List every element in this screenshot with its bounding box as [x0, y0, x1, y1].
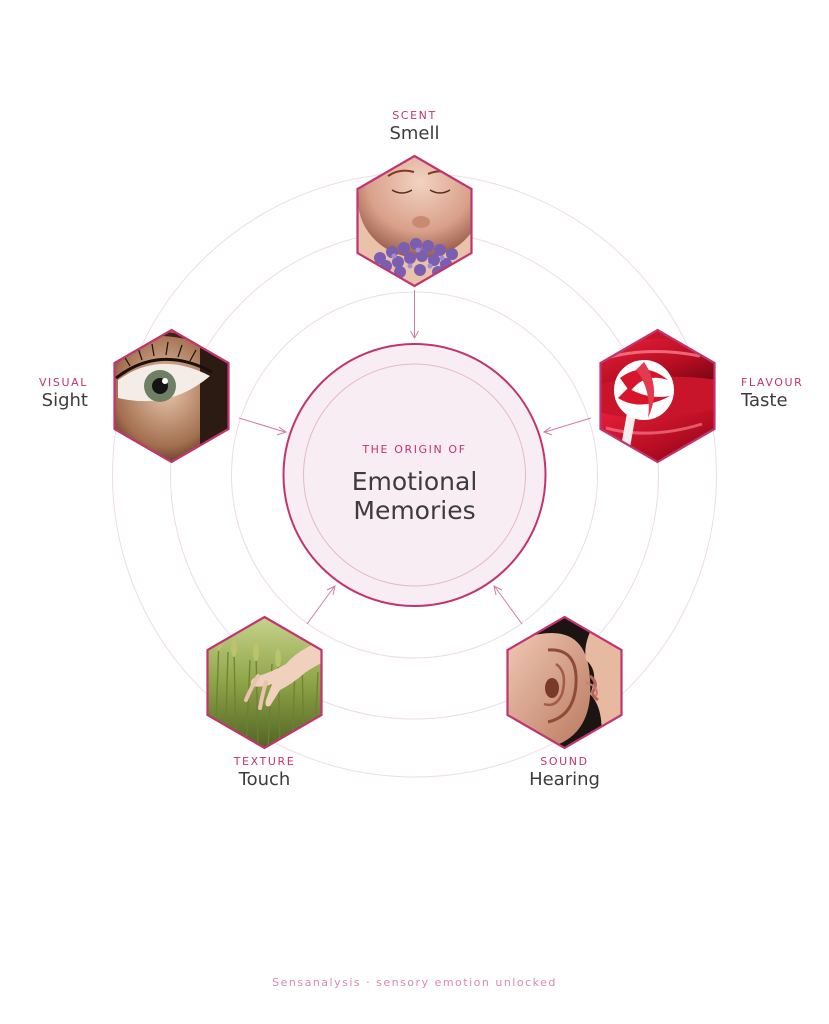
- touch-category-label: TEXTURE: [233, 755, 296, 768]
- center-title-line-1: Emotional: [352, 467, 478, 496]
- hearing-image: [505, 615, 625, 750]
- touch-name-label: Touch: [238, 769, 291, 790]
- sense-node-hearing[interactable]: SOUND Hearing: [505, 615, 625, 790]
- arrow-sight: [239, 418, 286, 435]
- touch-image: [205, 615, 325, 750]
- sense-node-sight[interactable]: VISUAL Sight: [39, 328, 232, 464]
- arrow-touch: [307, 586, 335, 624]
- arrow-taste: [544, 418, 591, 435]
- arrow-hearing: [494, 586, 522, 624]
- smell-name-label: Smell: [389, 123, 439, 144]
- center-eyebrow: THE ORIGIN OF: [361, 443, 466, 456]
- smell-category-label: SCENT: [392, 109, 437, 122]
- sense-node-taste[interactable]: FLAVOUR Taste: [598, 328, 803, 464]
- arrow-smell: [411, 290, 419, 338]
- taste-name-label: Taste: [740, 390, 788, 411]
- sense-node-smell[interactable]: SCENT Smell: [355, 109, 482, 288]
- taste-image: [598, 328, 718, 464]
- smell-image: [355, 142, 482, 288]
- center-hub: THE ORIGIN OF Emotional Memories: [284, 344, 546, 606]
- footer-tagline: Sensanalysis · sensory emotion unlocked: [0, 976, 829, 989]
- sight-name-label: Sight: [42, 390, 88, 411]
- sight-category-label: VISUAL: [39, 376, 88, 389]
- center-title-line-2: Memories: [353, 496, 475, 525]
- hearing-name-label: Hearing: [529, 769, 600, 790]
- sight-image: [112, 328, 232, 464]
- sense-node-touch[interactable]: TEXTURE Touch: [205, 615, 325, 790]
- hearing-category-label: SOUND: [540, 755, 588, 768]
- taste-category-label: FLAVOUR: [741, 376, 803, 389]
